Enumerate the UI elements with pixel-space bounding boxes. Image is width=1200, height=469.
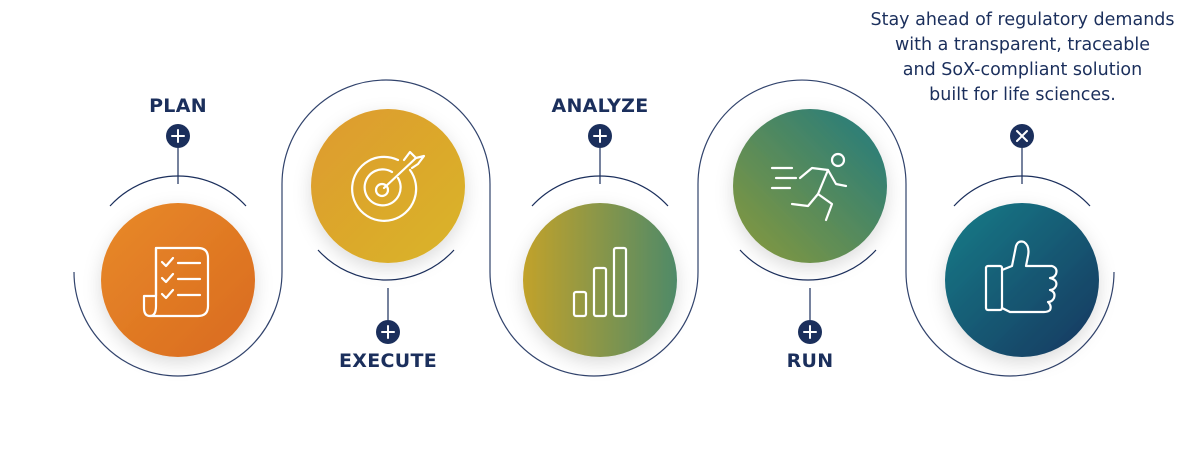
target-icon: [351, 150, 426, 222]
plus-icon: [803, 325, 817, 339]
tagline: Stay ahead of regulatory demands with a …: [800, 8, 1200, 108]
execute-circle: [311, 109, 465, 263]
execute-plus-badge[interactable]: [376, 320, 400, 344]
approve-circle: [945, 203, 1099, 357]
checklist-icon: [142, 246, 210, 318]
bar-chart-icon: [572, 246, 628, 318]
running-person-icon: [770, 152, 848, 222]
plus-icon: [381, 325, 395, 339]
run-plus-badge[interactable]: [798, 320, 822, 344]
serpentine-connector: [73, 79, 1115, 377]
analyze-label: ANALYZE: [551, 95, 649, 117]
analyze-circle: [523, 203, 677, 357]
tagline-line-3: and SoX-compliant solution: [902, 60, 1143, 80]
approve-close-badge[interactable]: [1010, 124, 1034, 148]
plan-label: PLAN: [149, 95, 207, 117]
plan-plus-badge[interactable]: [166, 124, 190, 148]
run-label: RUN: [786, 350, 834, 372]
analyze-plus-badge[interactable]: [588, 124, 612, 148]
tagline-line-2: with a transparent, traceable: [894, 35, 1151, 55]
tagline-line-1: Stay ahead of regulatory demands: [870, 10, 1175, 30]
thumbs-up-icon: [984, 240, 1058, 314]
close-icon: [1016, 130, 1028, 142]
plus-icon: [171, 129, 185, 143]
execute-label: EXECUTE: [338, 350, 438, 372]
badge-stems: [177, 148, 1023, 320]
tagline-line-4: built for life sciences.: [929, 85, 1116, 105]
run-circle: [733, 109, 887, 263]
plus-icon: [593, 129, 607, 143]
